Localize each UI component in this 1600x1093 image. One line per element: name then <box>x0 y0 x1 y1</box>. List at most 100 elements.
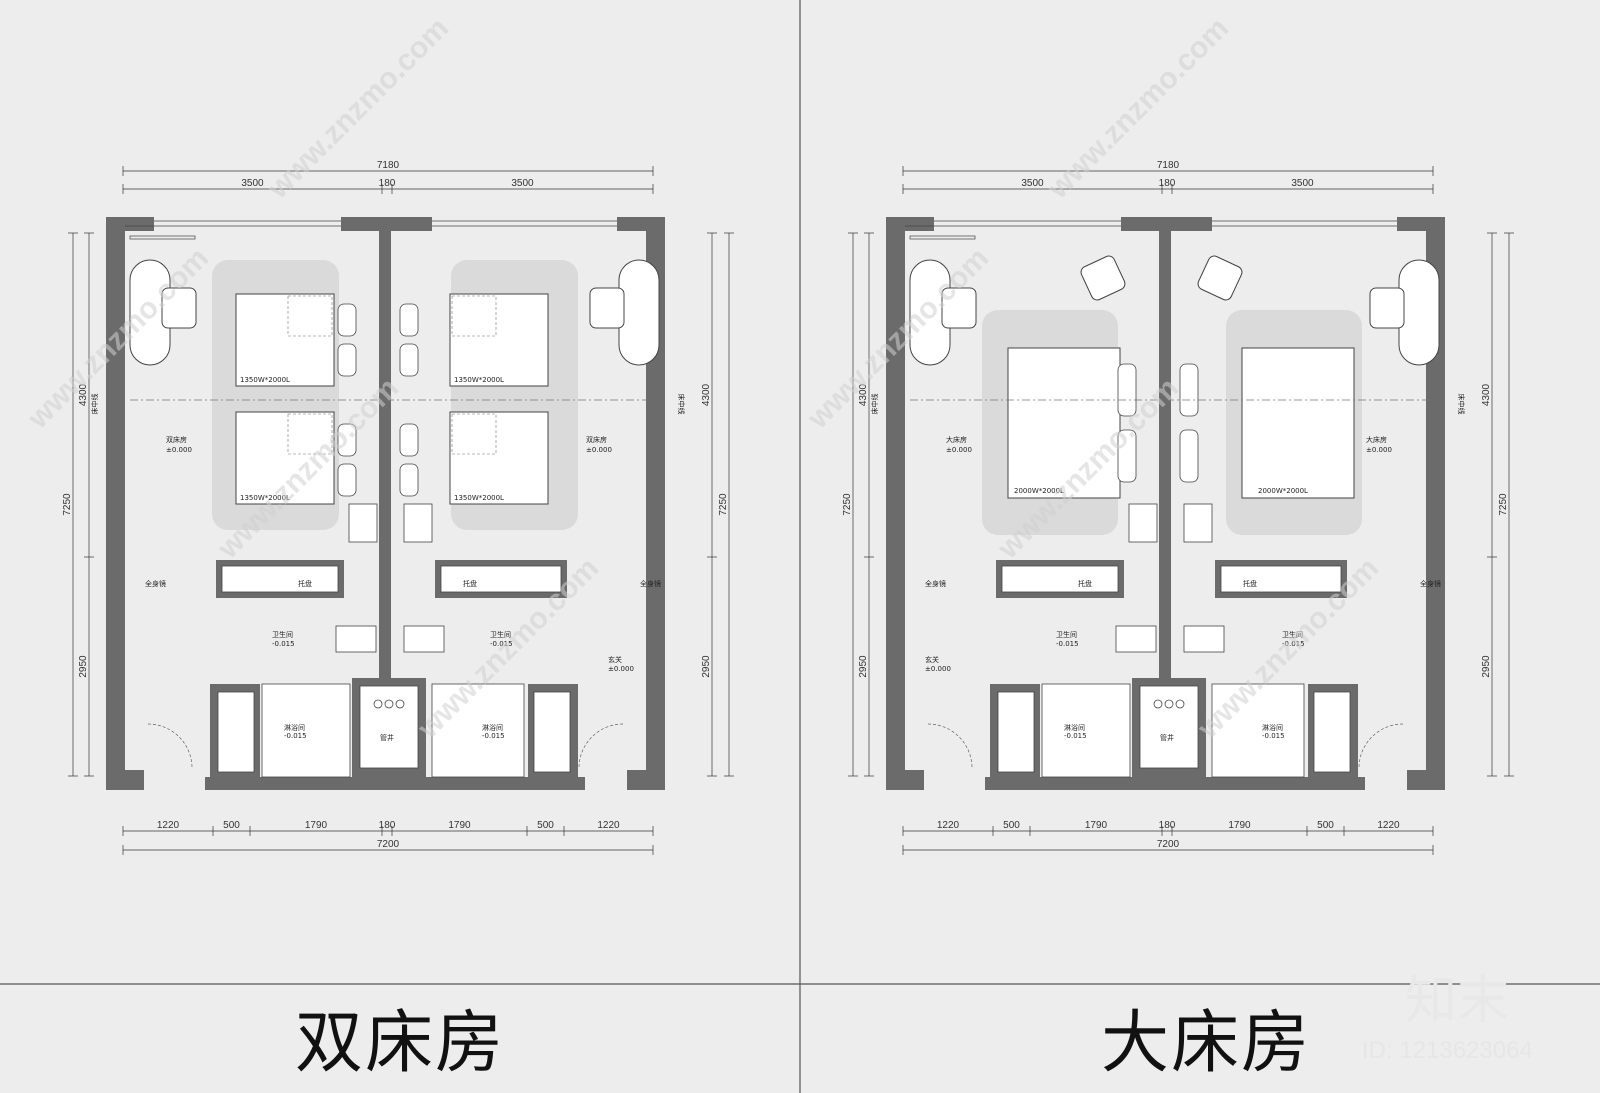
vanity-counter <box>221 565 339 593</box>
toilet <box>1115 625 1157 653</box>
centerline-label: 床中线 <box>870 394 879 415</box>
room-label: 大床房 <box>946 435 967 444</box>
party-wall <box>379 231 391 687</box>
bottom-segment-dimension-label: 180 <box>1159 820 1176 831</box>
wardrobe <box>997 691 1035 773</box>
bottom-left-wall <box>886 770 924 790</box>
shower-room <box>261 683 351 778</box>
bottom-segment-dimension-label: 500 <box>1003 820 1020 831</box>
right-segment-dimension-label: 4300 <box>701 383 712 406</box>
entry-door-swing <box>147 723 193 769</box>
mirror-label: 全身镜 <box>925 579 946 588</box>
bathroom-level: -0.015 <box>490 640 513 648</box>
bed-cover-fold <box>287 413 333 455</box>
pillow <box>399 463 419 497</box>
single-bed <box>449 293 549 387</box>
right-segment-dimension-label: 4300 <box>1481 383 1492 406</box>
bathroom-level: -0.015 <box>272 640 295 648</box>
tray-label: 托盘 <box>298 579 312 588</box>
nightstand <box>348 503 378 543</box>
shower-level: -0.015 <box>482 732 505 740</box>
bed-size-label: 1350W*2000L <box>454 376 504 384</box>
shower-level: -0.015 <box>1064 732 1087 740</box>
room-label: 大床房 <box>1366 435 1387 444</box>
single-bed <box>235 293 335 387</box>
top-segment-dimension-label: 3500 <box>1021 178 1044 189</box>
wardrobe <box>217 691 255 773</box>
armchair <box>1369 287 1405 329</box>
tray-label: 托盘 <box>1243 579 1257 588</box>
vanity-counter <box>440 565 562 593</box>
top-left-wall <box>106 217 154 231</box>
mirror-label: 全身镜 <box>1420 579 1441 588</box>
bottom-segment-dimension-label: 1220 <box>597 820 620 831</box>
bed-cover-fold <box>451 295 497 337</box>
right-segment-dimension-label: 2950 <box>1481 655 1492 678</box>
left-total-dimension-label: 7250 <box>62 493 73 516</box>
toilet <box>403 625 445 653</box>
tray-label: 托盘 <box>1078 579 1092 588</box>
shaft-label: 管井 <box>1160 733 1174 742</box>
bottom-segment-dimension-label: 500 <box>1317 820 1334 831</box>
pillow <box>1179 429 1199 483</box>
bed-size-label: 2000W*2000L <box>1014 487 1064 495</box>
king-bed <box>1007 347 1121 499</box>
bed-size-label: 1350W*2000L <box>240 494 290 502</box>
top-right-wall <box>1397 217 1445 231</box>
bottom-segment-dimension-label: 500 <box>537 820 554 831</box>
image-id-watermark: ID: 1213623064 <box>1362 1037 1533 1064</box>
right-total-dimension-label: 7250 <box>1498 493 1509 516</box>
mirror-label: 全身镜 <box>145 579 166 588</box>
twin-room-plan: 1350W*2000L1350W*2000L1350W*2000L1350W*2… <box>21 12 734 855</box>
pillow <box>399 343 419 377</box>
top-segment-dimension-label: 3500 <box>1291 178 1314 189</box>
pipe <box>384 699 394 709</box>
pipe-shaft <box>1139 685 1199 769</box>
shower-label: 淋浴间 <box>1064 723 1085 732</box>
top-total-dimension-label: 7180 <box>1157 160 1180 171</box>
single-bed <box>235 411 335 505</box>
right-segment-dimension-label: 2950 <box>701 655 712 678</box>
entry-label: 玄关 <box>925 655 939 664</box>
top-total-dimension-label: 7180 <box>377 160 400 171</box>
bottom-right-wall <box>1407 770 1445 790</box>
entry-level: ±0.000 <box>608 665 634 673</box>
bed-size-label: 1350W*2000L <box>240 376 290 384</box>
armchair <box>589 287 625 329</box>
left-segment-dimension-label: 2950 <box>858 655 869 678</box>
pillow <box>1117 429 1137 483</box>
room-label: 双床房 <box>586 435 607 444</box>
top-left-wall <box>886 217 934 231</box>
top-segment-dimension-label: 180 <box>1159 178 1176 189</box>
top-center-wall <box>1121 217 1212 231</box>
mirror-label: 全身镜 <box>640 579 661 588</box>
entry-door-swing <box>1358 723 1404 769</box>
tray-label: 托盘 <box>463 579 477 588</box>
bathroom-level: -0.015 <box>1282 640 1305 648</box>
entry-label: 玄关 <box>608 655 622 664</box>
king-bed <box>1241 347 1355 499</box>
twin-room-title: 双床房 <box>295 1004 505 1083</box>
centerline-label: 床中线 <box>677 394 686 415</box>
bottom-left-wall <box>106 770 144 790</box>
bottom-segment-dimension-label: 180 <box>379 820 396 831</box>
pillow <box>399 303 419 337</box>
bed-cover-fold <box>287 295 333 337</box>
pillow <box>399 423 419 457</box>
king-room-title: 大床房 <box>1101 1004 1311 1083</box>
left-segment-dimension-label: 2950 <box>78 655 89 678</box>
bottom-segment-dimension-label: 1220 <box>937 820 960 831</box>
bottom-wall <box>985 777 1365 790</box>
vanity-counter <box>1001 565 1119 593</box>
entry-door-swing <box>927 723 973 769</box>
armchair <box>161 287 197 329</box>
nightstand <box>403 503 433 543</box>
shower-room <box>1041 683 1131 778</box>
pillow <box>1117 363 1137 417</box>
bottom-segment-dimension-label: 500 <box>223 820 240 831</box>
lounge-table <box>1398 259 1440 366</box>
shower-label: 淋浴间 <box>482 723 503 732</box>
pillow <box>337 343 357 377</box>
